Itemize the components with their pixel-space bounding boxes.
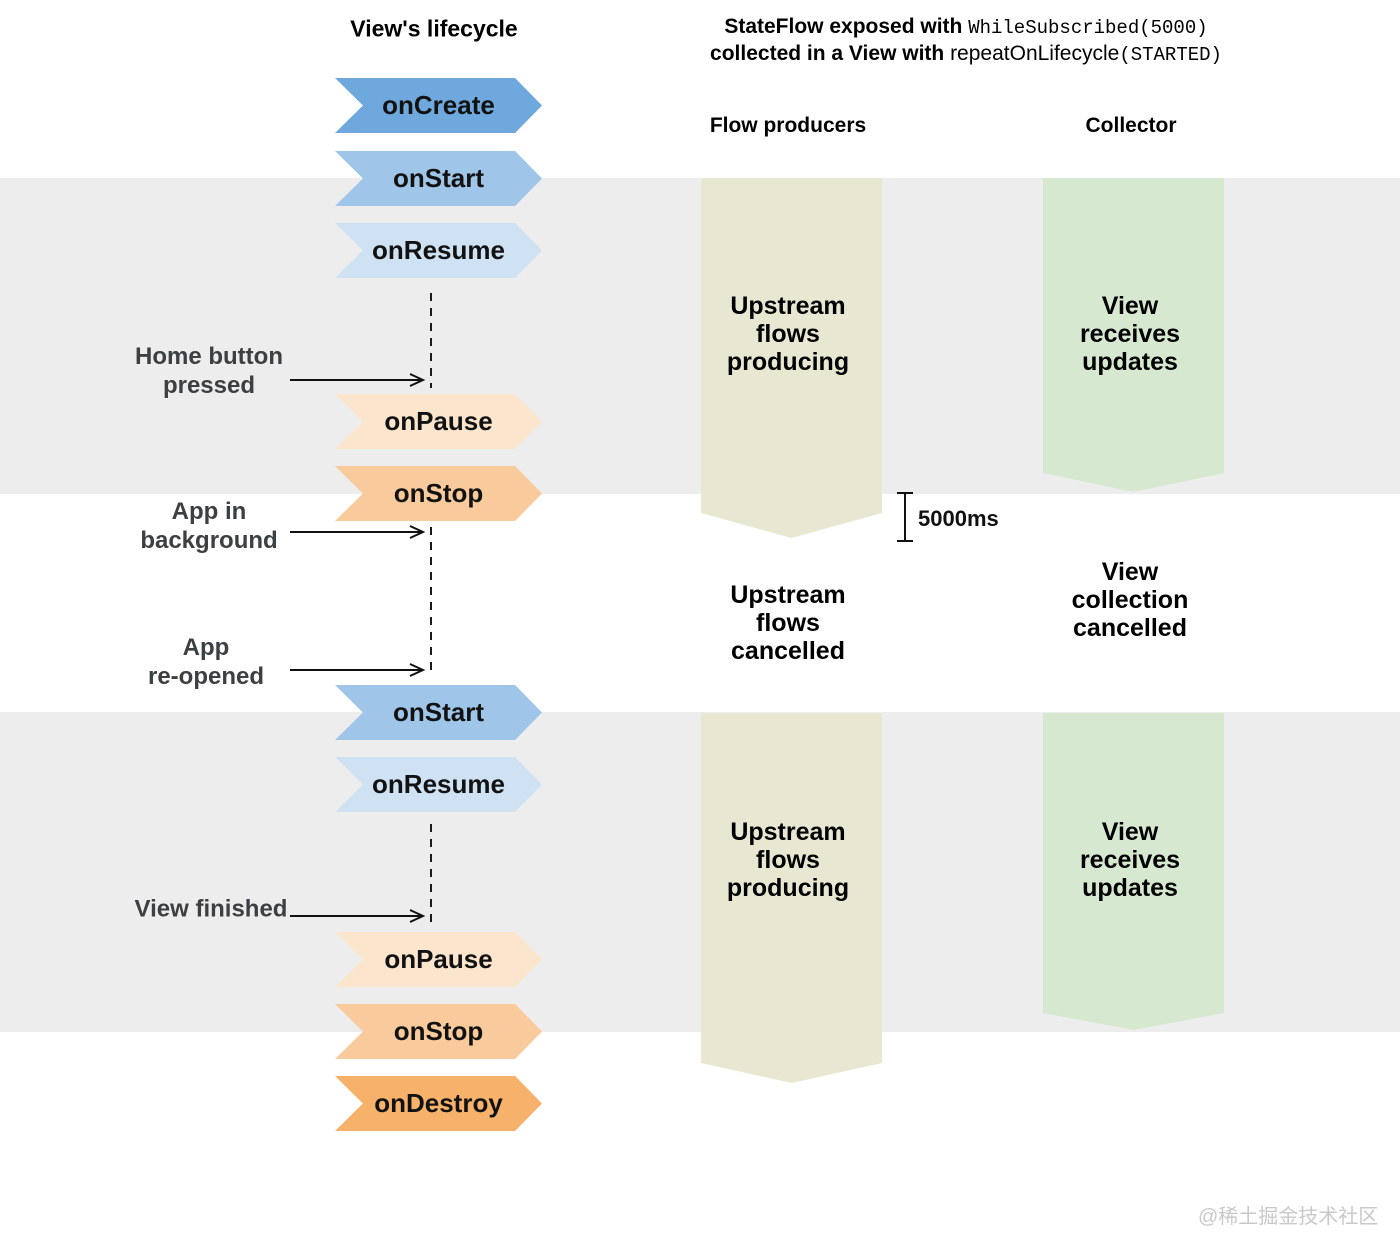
ruler-label: 5000ms xyxy=(918,506,999,531)
lifecycle-chevron-onstart-1: onStart xyxy=(335,151,542,206)
stateflow-title: StateFlow exposed with WhileSubscribed(5… xyxy=(666,14,1266,68)
collector-band-segment-2 xyxy=(1043,713,1224,1030)
event-arrow-3 xyxy=(290,908,430,924)
page-title: View's lifecycle xyxy=(350,15,518,42)
dashed-connector-3 xyxy=(430,824,432,928)
collector-band-segment-1 xyxy=(1043,178,1224,492)
ruler-cap-top xyxy=(897,492,913,494)
event-arrow-0 xyxy=(290,372,430,388)
lifecycle-chevron-onresume-6: onResume xyxy=(335,757,542,812)
lifecycle-chevron-onresume-2: onResume xyxy=(335,223,542,278)
lifecycle-chevron-onstart-5: onStart xyxy=(335,685,542,740)
column-header-collector: Collector xyxy=(1085,114,1177,137)
lifecycle-chevron-onstop-8: onStop xyxy=(335,1004,542,1059)
dashed-connector-1 xyxy=(430,293,432,388)
lifecycle-chevron-oncreate-0: onCreate xyxy=(335,78,542,133)
lifecycle-chevron-onstop-4: onStop xyxy=(335,466,542,521)
ruler-line xyxy=(904,493,906,541)
ruler-cap-bottom xyxy=(897,540,913,542)
stateflow-title-line: StateFlow exposed with WhileSubscribed(5… xyxy=(724,15,1208,39)
event-arrow-1 xyxy=(290,524,430,540)
event-arrow-2 xyxy=(290,662,430,678)
producer-band-segment-2 xyxy=(701,713,882,1083)
dashed-connector-2 xyxy=(430,527,432,677)
watermark: @稀土掘金技术社区 xyxy=(1198,1206,1379,1228)
column-header-flow-producers: Flow producers xyxy=(709,114,867,137)
producer-band-segment-1 xyxy=(701,178,882,538)
lifecycle-chevron-onpause-3: onPause xyxy=(335,394,542,449)
lifecycle-chevron-ondestroy-9: onDestroy xyxy=(335,1076,542,1131)
event-label-3: View finished xyxy=(134,895,288,923)
lifecycle-chevron-onpause-7: onPause xyxy=(335,932,542,987)
stateflow-title-line: collected in a View with repeatOnLifecyc… xyxy=(710,42,1222,66)
